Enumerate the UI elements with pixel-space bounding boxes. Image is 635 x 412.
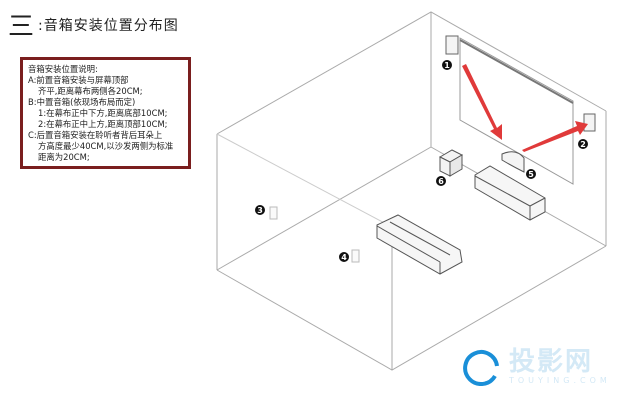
svg-text:2: 2 bbox=[580, 140, 586, 149]
note-line: B:中置音箱(依现场布局而定) bbox=[28, 97, 136, 107]
tv-cabinet bbox=[474, 165, 546, 221]
marker-4: 4 bbox=[339, 252, 349, 262]
marker-3: 3 bbox=[255, 205, 265, 215]
projection-screen bbox=[459, 37, 574, 185]
watermark-logo-icon bbox=[463, 350, 499, 386]
title-text: :音箱安装位置分布图 bbox=[38, 17, 179, 34]
svg-text:5: 5 bbox=[528, 170, 534, 179]
front-left-speaker bbox=[445, 35, 459, 55]
room-outline bbox=[216, 11, 607, 371]
marker-2: 2 bbox=[578, 139, 588, 149]
arrow-icon bbox=[462, 64, 588, 152]
page-title: 三 :音箱安装位置分布图 bbox=[8, 6, 179, 43]
note-line: 音箱安装位置说明: bbox=[28, 64, 98, 74]
marker-1: 1 bbox=[442, 60, 452, 70]
svg-text:4: 4 bbox=[341, 253, 347, 262]
sofa bbox=[376, 214, 463, 275]
note-line: 1:在幕布正中下方,距离底部10CM; bbox=[38, 108, 168, 118]
watermark-cn: 投影网 bbox=[509, 346, 594, 377]
marker-6: 6 bbox=[436, 176, 446, 186]
title-numeral: 三 bbox=[8, 12, 35, 42]
note-line: 距离为20CM; bbox=[38, 152, 90, 162]
watermark-en: TOUYING.COM bbox=[509, 375, 611, 385]
note-line: 方高度最少40CM,以沙发两侧为标准 bbox=[38, 141, 174, 151]
svg-text:6: 6 bbox=[438, 177, 444, 186]
rear-left-speaker bbox=[269, 206, 278, 220]
svg-text:3: 3 bbox=[257, 206, 263, 215]
rear-right-speaker bbox=[351, 249, 360, 263]
center-speaker bbox=[501, 151, 525, 173]
svg-text:1: 1 bbox=[444, 61, 450, 70]
front-right-speaker bbox=[583, 113, 596, 132]
marker-5: 5 bbox=[526, 169, 536, 179]
note-line: C:后置音箱安装在聆听者背后耳朵上 bbox=[28, 130, 163, 140]
note-line: 2:在幕布正中上方,距离顶部10CM; bbox=[38, 119, 168, 129]
subwoofer bbox=[438, 149, 464, 177]
note-line: A:前置音箱安装与屏幕顶部 bbox=[28, 75, 129, 85]
installation-notes-box: 音箱安装位置说明: A:前置音箱安装与屏幕顶部 齐平,距离幕布两侧各20CM; … bbox=[20, 57, 191, 169]
note-line: 齐平,距离幕布两侧各20CM; bbox=[38, 86, 143, 96]
watermark: 投影网 TOUYING.COM bbox=[463, 346, 611, 386]
